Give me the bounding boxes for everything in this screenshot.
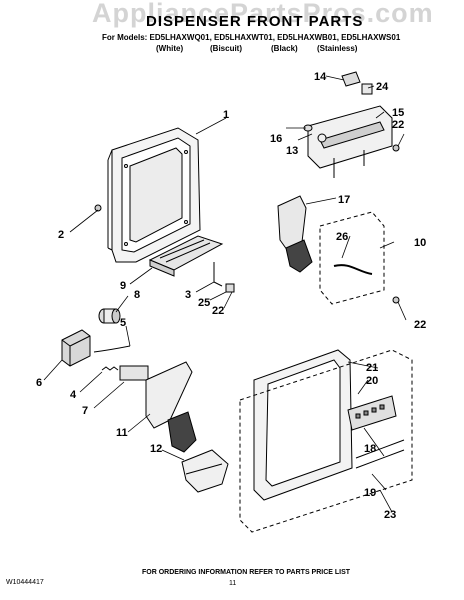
callout-13: 13	[286, 145, 298, 157]
callout-5: 5	[120, 317, 126, 329]
solenoid-box	[61, 329, 91, 367]
color-black: (Black)	[271, 44, 298, 53]
control-housing	[307, 105, 393, 178]
models-line: For Models: ED5LHAXWQ01, ED5LHAXWT01, ED…	[102, 33, 401, 42]
callout-19: 19	[364, 487, 376, 499]
callout-16: 16	[270, 133, 282, 145]
callout-3: 3	[185, 289, 191, 301]
callout-12: 12	[150, 443, 162, 455]
callout-21: 21	[366, 362, 378, 374]
callout-15: 15	[392, 107, 404, 119]
color-white: (White)	[156, 44, 184, 53]
color-stainless: (Stainless)	[317, 44, 358, 53]
callout-7: 7	[82, 405, 88, 417]
callout-22-c: 22	[392, 119, 404, 131]
callout-14: 14	[314, 71, 327, 83]
callout-9: 9	[120, 280, 126, 292]
dispenser-front-panel	[253, 349, 353, 501]
document-number: W10444417	[6, 579, 44, 586]
callout-26: 26	[336, 231, 348, 243]
small-motor	[98, 308, 121, 324]
page-number: 11	[229, 580, 237, 587]
callout-8: 8	[134, 289, 140, 301]
dispenser-housing	[107, 127, 201, 263]
drip-tray	[148, 235, 224, 277]
water-lever	[277, 195, 313, 273]
callout-11: 11	[116, 427, 128, 439]
page-title: DISPENSER FRONT PARTS	[146, 13, 364, 30]
callout-4: 4	[70, 389, 77, 401]
callout-20: 20	[366, 375, 378, 387]
drip-cup	[181, 449, 229, 493]
callout-22-a: 22	[212, 305, 224, 317]
ice-paddle	[145, 361, 197, 453]
callout-6: 6	[36, 377, 42, 389]
color-biscuit: (Biscuit)	[210, 44, 242, 53]
callout-10: 10	[414, 237, 426, 249]
callout-2: 2	[58, 229, 64, 241]
callout-18: 18	[364, 443, 376, 455]
callout-23: 23	[384, 509, 396, 521]
callout-1: 1	[223, 109, 229, 121]
ordering-note: FOR ORDERING INFORMATION REFER TO PARTS …	[142, 569, 351, 576]
callout-22-b: 22	[414, 319, 426, 331]
callout-24: 24	[376, 81, 389, 93]
callout-25: 25	[198, 297, 210, 309]
watermark: AppliancePartsPros.com	[92, 0, 434, 28]
callout-17: 17	[338, 194, 350, 206]
control-board	[347, 395, 397, 431]
